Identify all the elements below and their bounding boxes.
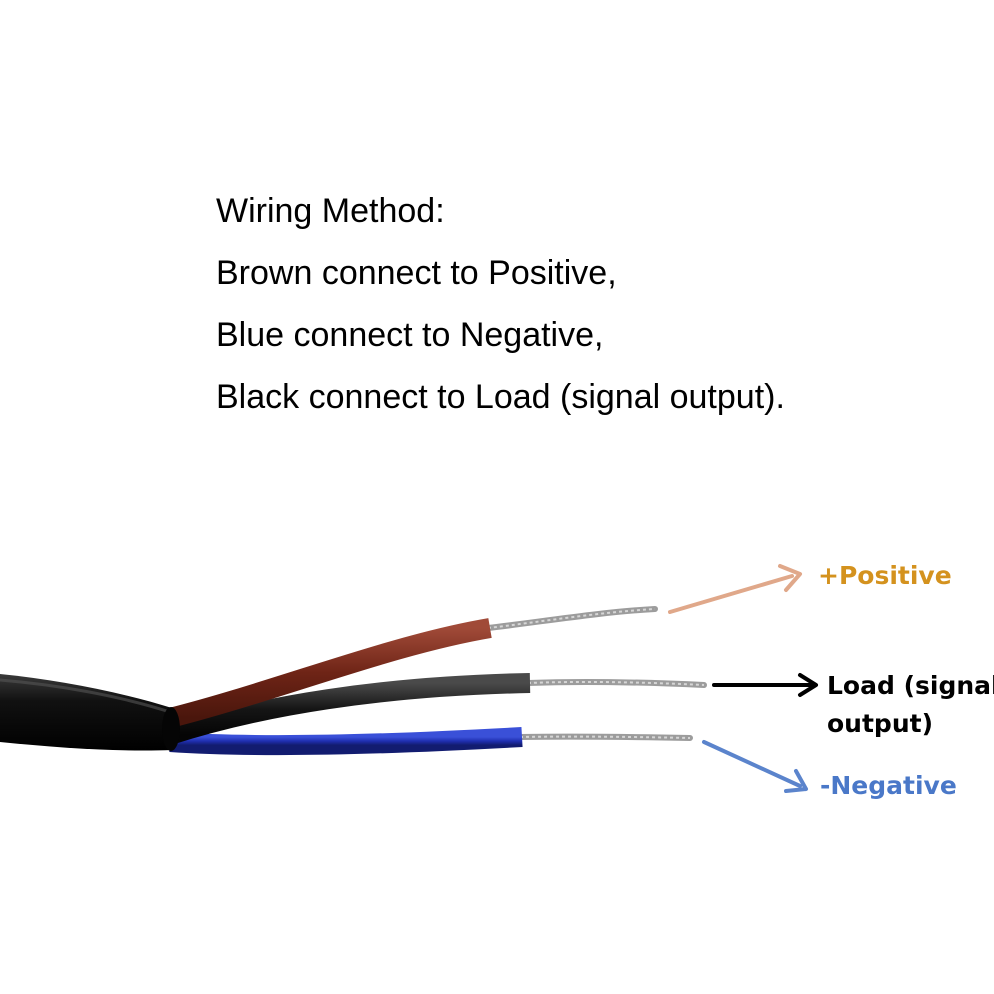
load-label: Load (signal output): [827, 667, 994, 743]
negative-arrow: [702, 740, 808, 793]
instruction-brown: Brown connect to Positive,: [216, 254, 617, 292]
cable-jacket: [0, 674, 180, 751]
load-arrow: [712, 673, 818, 697]
positive-arrow: [668, 564, 802, 614]
black-wire: [166, 673, 531, 745]
negative-label: -Negative: [820, 771, 957, 800]
positive-label: +Positive: [818, 561, 952, 590]
instruction-black: Black connect to Load (signal output).: [216, 378, 785, 416]
instructions-heading: Wiring Method:: [216, 192, 445, 230]
blue-wire: [169, 727, 523, 756]
load-label-line1: Load (signal: [827, 671, 994, 700]
instruction-blue: Blue connect to Negative,: [216, 316, 604, 354]
bare-wire-strands: [485, 606, 707, 741]
load-label-line2: output): [827, 709, 933, 738]
wiring-instructions: Wiring Method: Brown connect to Positive…: [216, 180, 976, 428]
brown-wire: [167, 618, 492, 728]
